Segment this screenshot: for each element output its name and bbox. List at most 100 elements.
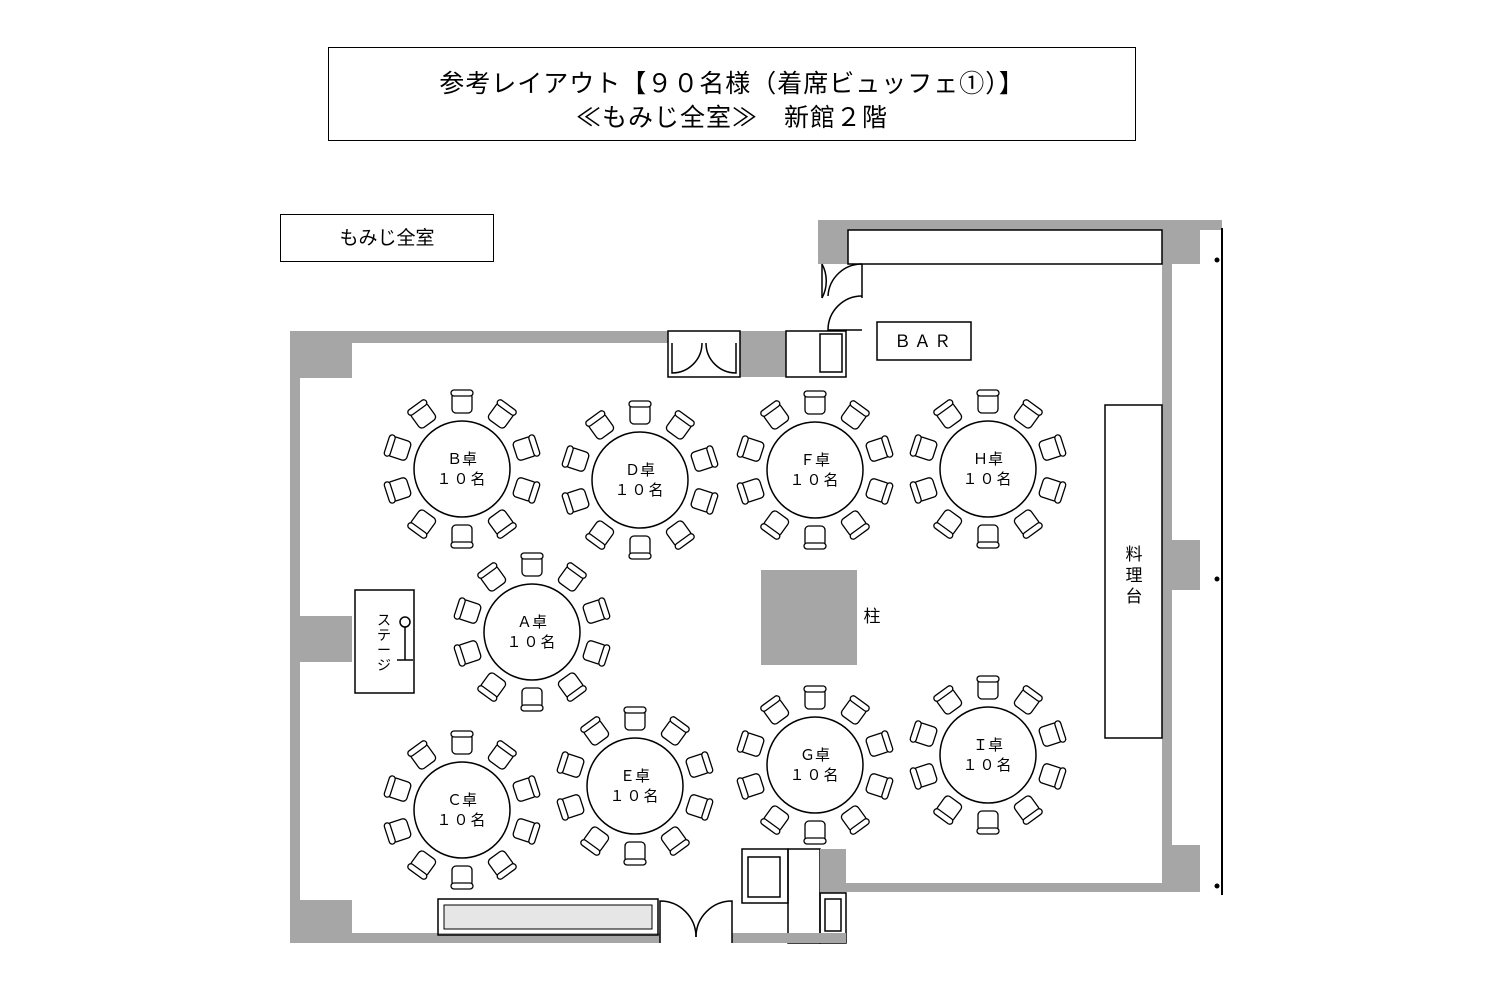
table-top xyxy=(586,737,684,835)
chair xyxy=(487,740,517,770)
chair xyxy=(487,399,517,429)
chair xyxy=(976,524,1000,549)
chair xyxy=(760,805,790,835)
chair xyxy=(628,535,652,560)
pillar-label: 柱 xyxy=(864,607,881,627)
pillar: 柱 xyxy=(761,570,881,665)
stage-label-char-2: テ xyxy=(377,628,391,644)
round-table: Ｂ卓 １０名 xyxy=(383,389,541,549)
table-seat-count: １０名 xyxy=(962,756,1013,774)
chair xyxy=(933,509,963,539)
chair xyxy=(512,775,541,802)
chair xyxy=(407,399,437,429)
chair xyxy=(933,685,963,715)
chair xyxy=(383,434,412,461)
chair xyxy=(976,810,1000,835)
chair xyxy=(520,552,544,577)
table-name-label: Ｂ卓 xyxy=(447,450,477,468)
table-seat-count: １０名 xyxy=(789,471,840,489)
chair xyxy=(407,509,437,539)
chair xyxy=(1013,685,1043,715)
chair xyxy=(840,805,870,835)
chair xyxy=(1038,720,1067,747)
table-top xyxy=(766,421,864,519)
chair xyxy=(407,740,437,770)
chair xyxy=(582,640,611,667)
chair xyxy=(840,695,870,725)
chair xyxy=(580,826,610,856)
chair xyxy=(840,400,870,430)
table-seat-count: １０名 xyxy=(436,811,487,829)
table-top xyxy=(483,583,581,681)
chair xyxy=(556,751,585,778)
table-top xyxy=(413,761,511,859)
chair xyxy=(685,794,714,821)
chair xyxy=(803,820,827,845)
stage-label-char-4: ジ xyxy=(377,658,391,674)
chair xyxy=(477,562,507,592)
chair xyxy=(450,524,474,549)
right-room-walls xyxy=(818,220,1222,892)
table-seat-count: １０名 xyxy=(506,633,557,651)
chair xyxy=(660,826,690,856)
table-seat-count: １０名 xyxy=(436,470,487,488)
chair xyxy=(623,706,647,731)
buffet-table: 料 理 台 xyxy=(1104,404,1163,739)
chair xyxy=(685,751,714,778)
microphone-icon xyxy=(397,616,413,661)
chair xyxy=(665,520,695,550)
table-seat-count: １０名 xyxy=(789,766,840,784)
chair xyxy=(407,850,437,880)
chair xyxy=(1013,509,1043,539)
title-box: 参考レイアウト【９０名様（着席ビュッフェ①）】 ≪もみじ全室≫ 新館２階 xyxy=(328,47,1136,141)
chair xyxy=(453,597,482,624)
chair xyxy=(585,520,615,550)
main-entrance-door[interactable] xyxy=(667,330,741,378)
chair xyxy=(1038,763,1067,790)
layout-subtitle: ≪もみじ全室≫ 新館２階 xyxy=(575,103,888,132)
chair xyxy=(803,685,827,710)
table-top xyxy=(939,420,1037,518)
chair xyxy=(665,410,695,440)
chair xyxy=(660,716,690,746)
chair xyxy=(865,478,894,505)
chair xyxy=(760,400,790,430)
chair xyxy=(487,850,517,880)
chair xyxy=(933,795,963,825)
bar-side-door[interactable] xyxy=(821,263,863,331)
chair xyxy=(760,510,790,540)
chair xyxy=(383,775,412,802)
table-name-label: Ｆ卓 xyxy=(800,451,830,469)
layout-title: 参考レイアウト【９０名様（着席ビュッフェ①）】 xyxy=(439,69,1025,98)
service-area-bottom xyxy=(741,848,847,944)
chair xyxy=(512,477,541,504)
chair xyxy=(1038,477,1067,504)
table-top xyxy=(939,706,1037,804)
chair xyxy=(585,410,615,440)
chair xyxy=(450,865,474,890)
chair xyxy=(512,434,541,461)
chair xyxy=(976,675,1000,700)
chair xyxy=(865,435,894,462)
chair xyxy=(803,390,827,415)
chair xyxy=(803,525,827,550)
stage-label-char-3: ー xyxy=(377,643,391,659)
table-top xyxy=(766,716,864,814)
rear-door[interactable] xyxy=(659,900,733,943)
chair xyxy=(561,445,590,472)
chair xyxy=(450,730,474,755)
chair xyxy=(976,389,1000,414)
exterior-edge xyxy=(1214,228,1223,895)
table-top xyxy=(591,431,689,529)
table-seat-count: １０名 xyxy=(609,787,660,805)
stage: ス テ ー ジ xyxy=(354,589,415,694)
chair xyxy=(736,435,765,462)
chair xyxy=(383,477,412,504)
chair xyxy=(580,716,610,746)
